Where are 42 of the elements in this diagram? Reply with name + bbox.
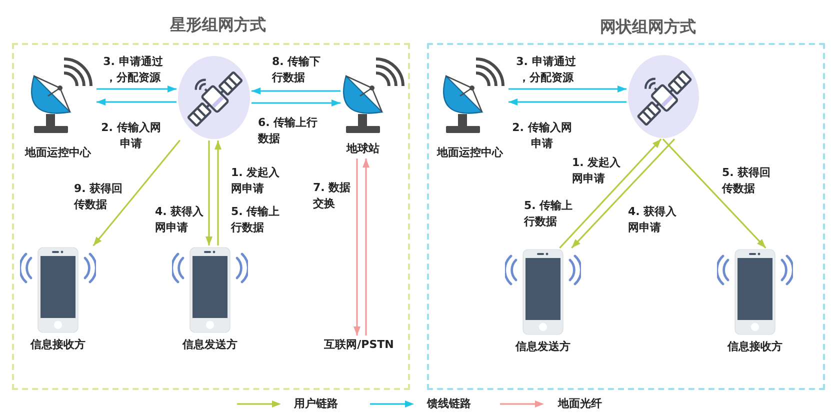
arrow bbox=[92, 140, 181, 246]
arrow-label: 5. 传输上行数据 bbox=[524, 198, 574, 230]
arrow bbox=[96, 86, 176, 92]
node-label: 信息发送方 bbox=[516, 339, 570, 355]
arrow bbox=[508, 86, 626, 92]
arrow bbox=[662, 138, 766, 248]
edge-label: 4. 获得入网申请 bbox=[155, 204, 205, 236]
edge-label: 6. 传输上行数据 bbox=[258, 115, 319, 147]
edge-label: 3. 申请通过，分配资源 bbox=[515, 54, 577, 86]
edge-label: 8. 传输下行数据 bbox=[272, 54, 322, 86]
node-label: 地球站 bbox=[346, 141, 380, 157]
arrow bbox=[252, 100, 340, 106]
arrow bbox=[362, 158, 370, 336]
arrow-label: 5. 传输上行数据 bbox=[231, 204, 281, 236]
edge-label: 7. 数据交换 bbox=[313, 180, 352, 212]
edge-label: 1. 发起入网申请 bbox=[572, 155, 622, 187]
node-label: 地面运控中心 bbox=[25, 145, 91, 161]
arrow bbox=[96, 98, 176, 106]
edge-label: 3. 申请通过，分配资源 bbox=[102, 54, 164, 86]
arrow bbox=[252, 88, 340, 94]
arrow bbox=[559, 138, 662, 248]
arrow bbox=[354, 158, 360, 336]
arrow bbox=[206, 140, 212, 246]
edge-label: 9. 获得回传数据 bbox=[74, 181, 124, 213]
node-label: 地面运控中心 bbox=[437, 145, 503, 161]
node-label: 信息发送方 bbox=[182, 337, 238, 353]
edge-label: 5. 获得回传数据 bbox=[722, 165, 772, 197]
node-label: 信息接收方 bbox=[728, 339, 782, 355]
panel-title: 星形组网方式 bbox=[170, 15, 266, 35]
edge-label: 2. 传输入网申请 bbox=[100, 120, 162, 152]
panel-title: 网状组网方式 bbox=[600, 17, 696, 37]
legend-label: 馈线链路 bbox=[427, 396, 471, 412]
arrow bbox=[508, 98, 626, 106]
legend-label: 地面光纤 bbox=[558, 396, 602, 412]
node-label: 信息接收方 bbox=[30, 337, 86, 353]
arrow bbox=[571, 138, 676, 248]
edge-label: 2. 传输入网申请 bbox=[511, 120, 573, 152]
edge-label: 4. 获得入网申请 bbox=[628, 204, 678, 236]
node-label: 互联网/PSTN bbox=[324, 337, 394, 353]
edge-label: 1. 发起入网申请 bbox=[231, 165, 281, 197]
arrow bbox=[214, 140, 222, 246]
legend-label: 用户链路 bbox=[294, 396, 338, 412]
